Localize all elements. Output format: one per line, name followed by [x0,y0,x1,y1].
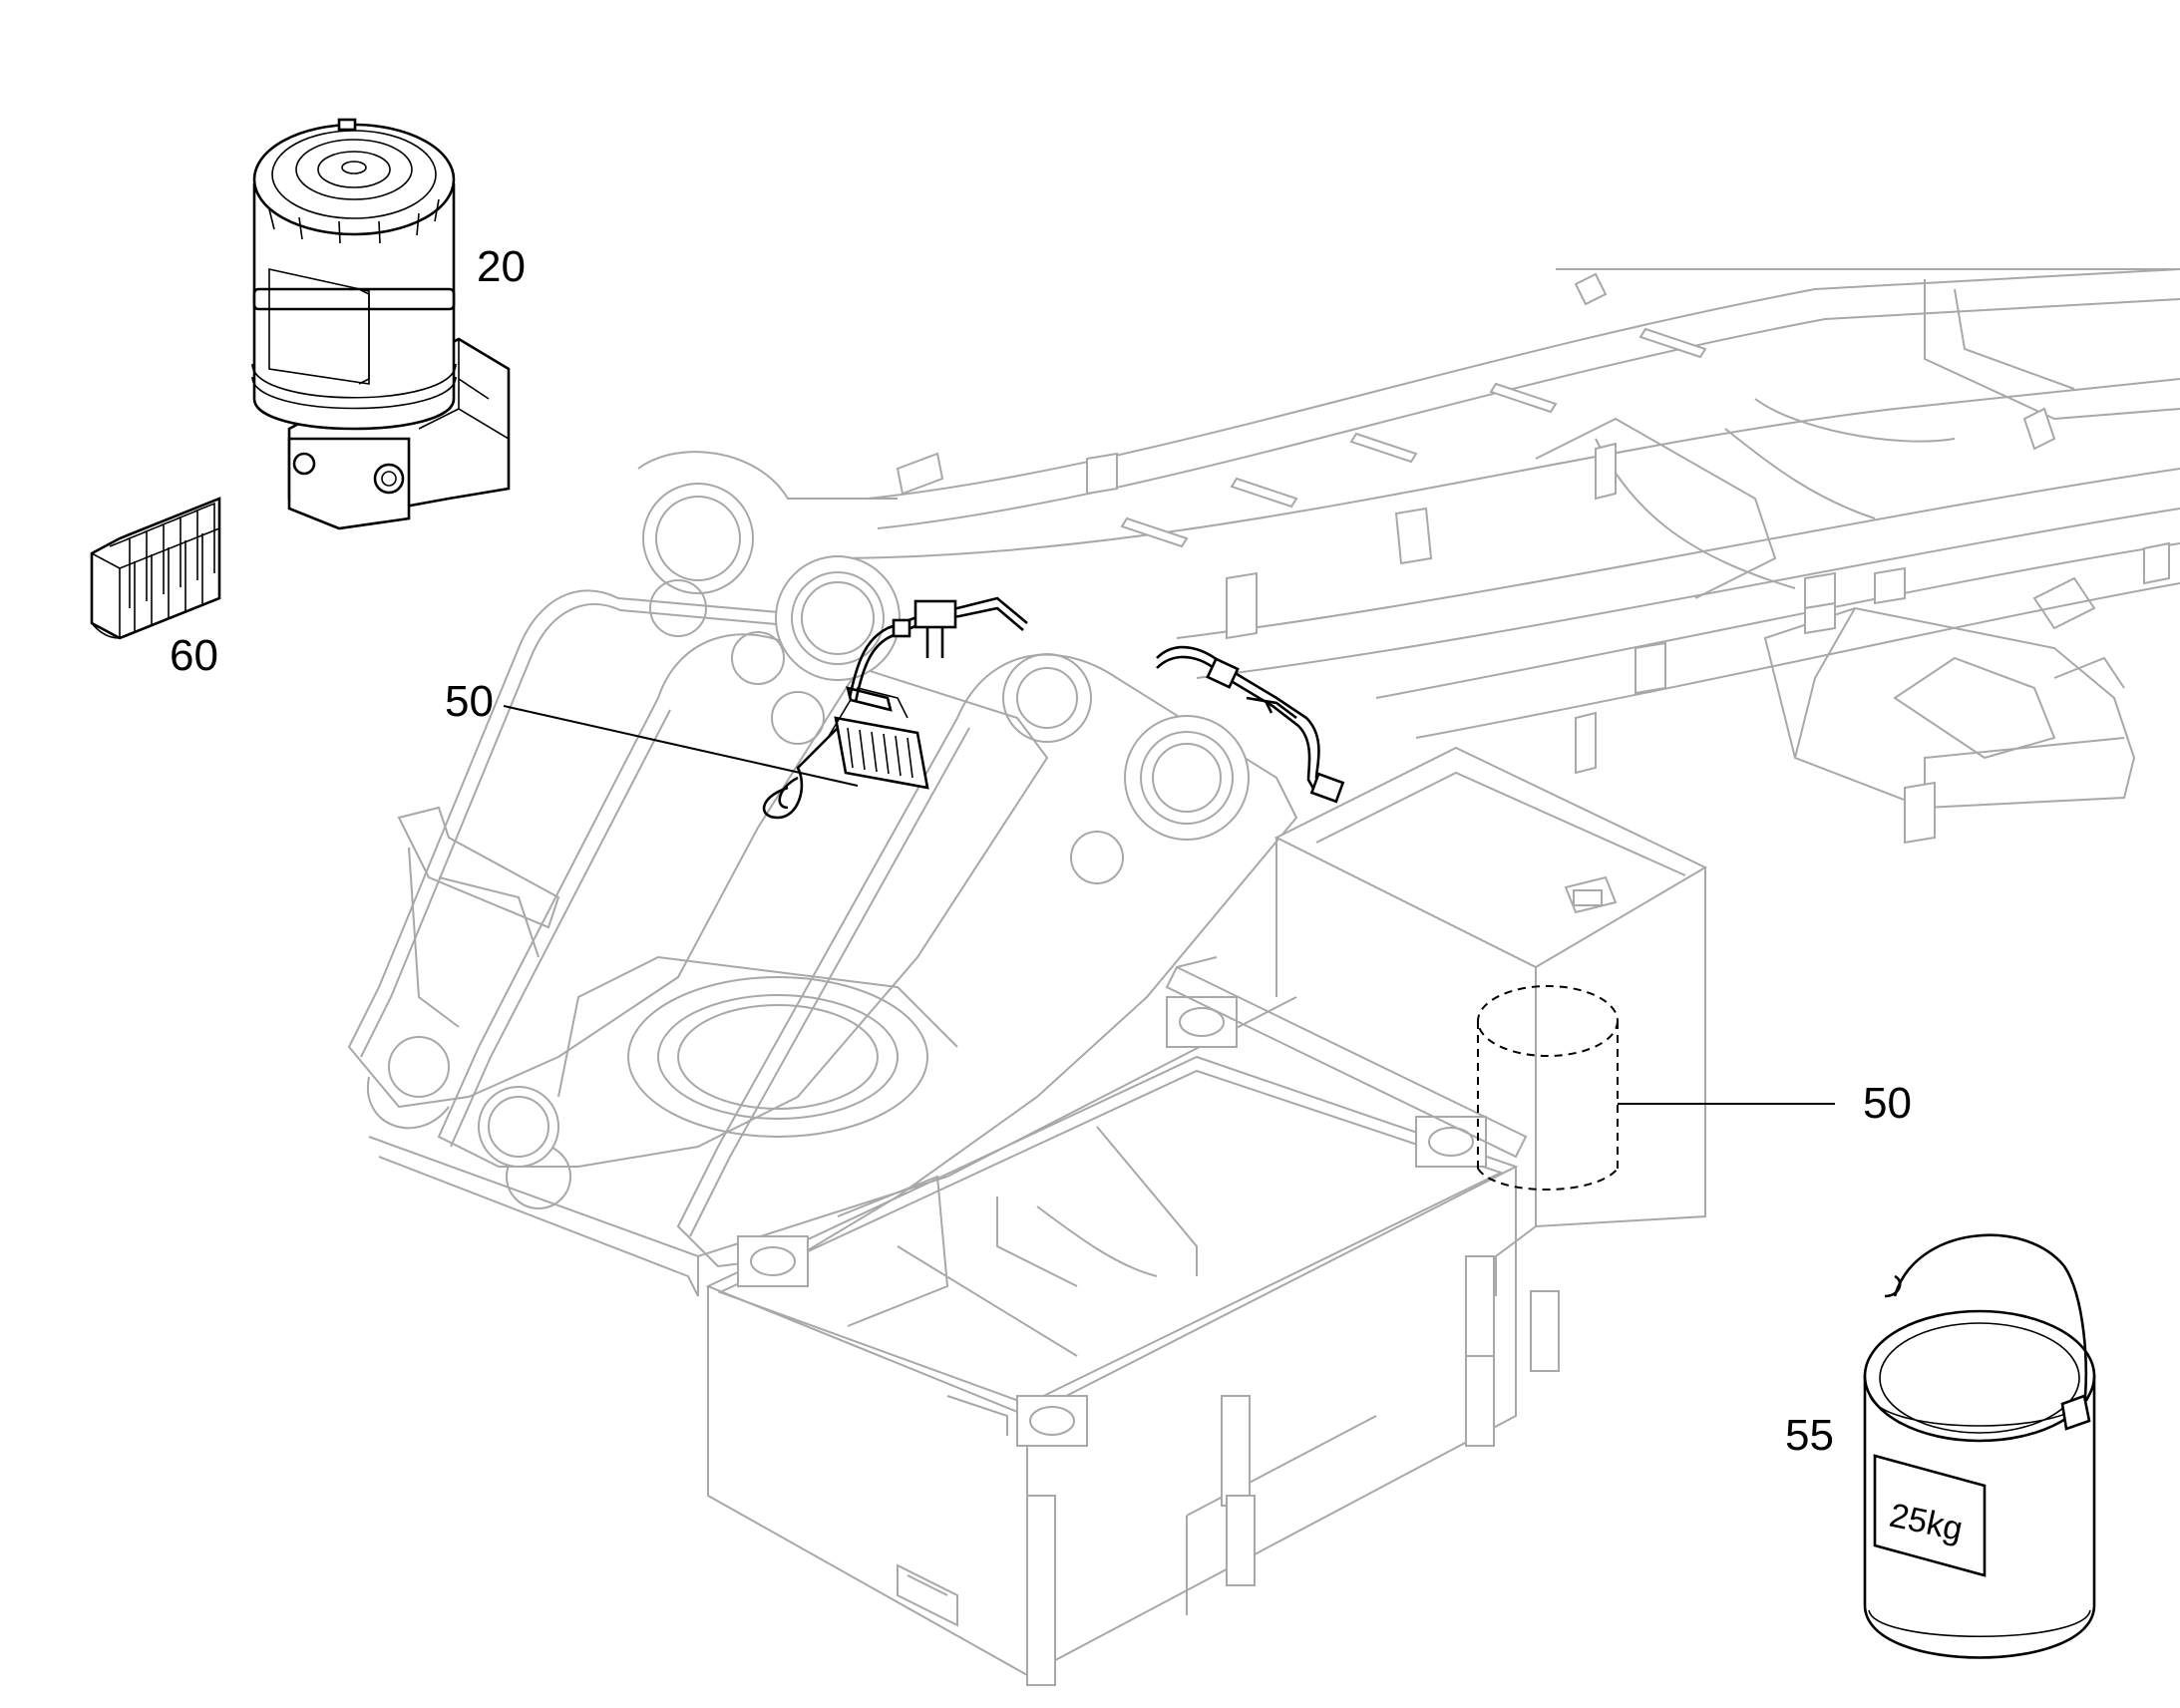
callout-grease-reservoir: 50 [1863,1079,1912,1128]
chassis-frame [397,268,2180,1028]
tank-box [1273,746,1708,1296]
callout-pump: 20 [477,242,526,291]
grease-can: 25kg [1863,1233,2096,1659]
main-boom-bracket [347,451,1298,1297]
counterweight-box [705,956,1560,1686]
filter-set [90,497,221,640]
grease-pump [251,118,511,530]
grease-hoses [762,596,1345,820]
callout-filter-set: 60 [170,631,218,680]
leader-lines [503,705,1835,1105]
grease-reservoir-outline [1477,985,1619,1191]
callout-grease-hoses: 50 [445,677,494,726]
callout-grease-can: 55 [1785,1411,1834,1460]
